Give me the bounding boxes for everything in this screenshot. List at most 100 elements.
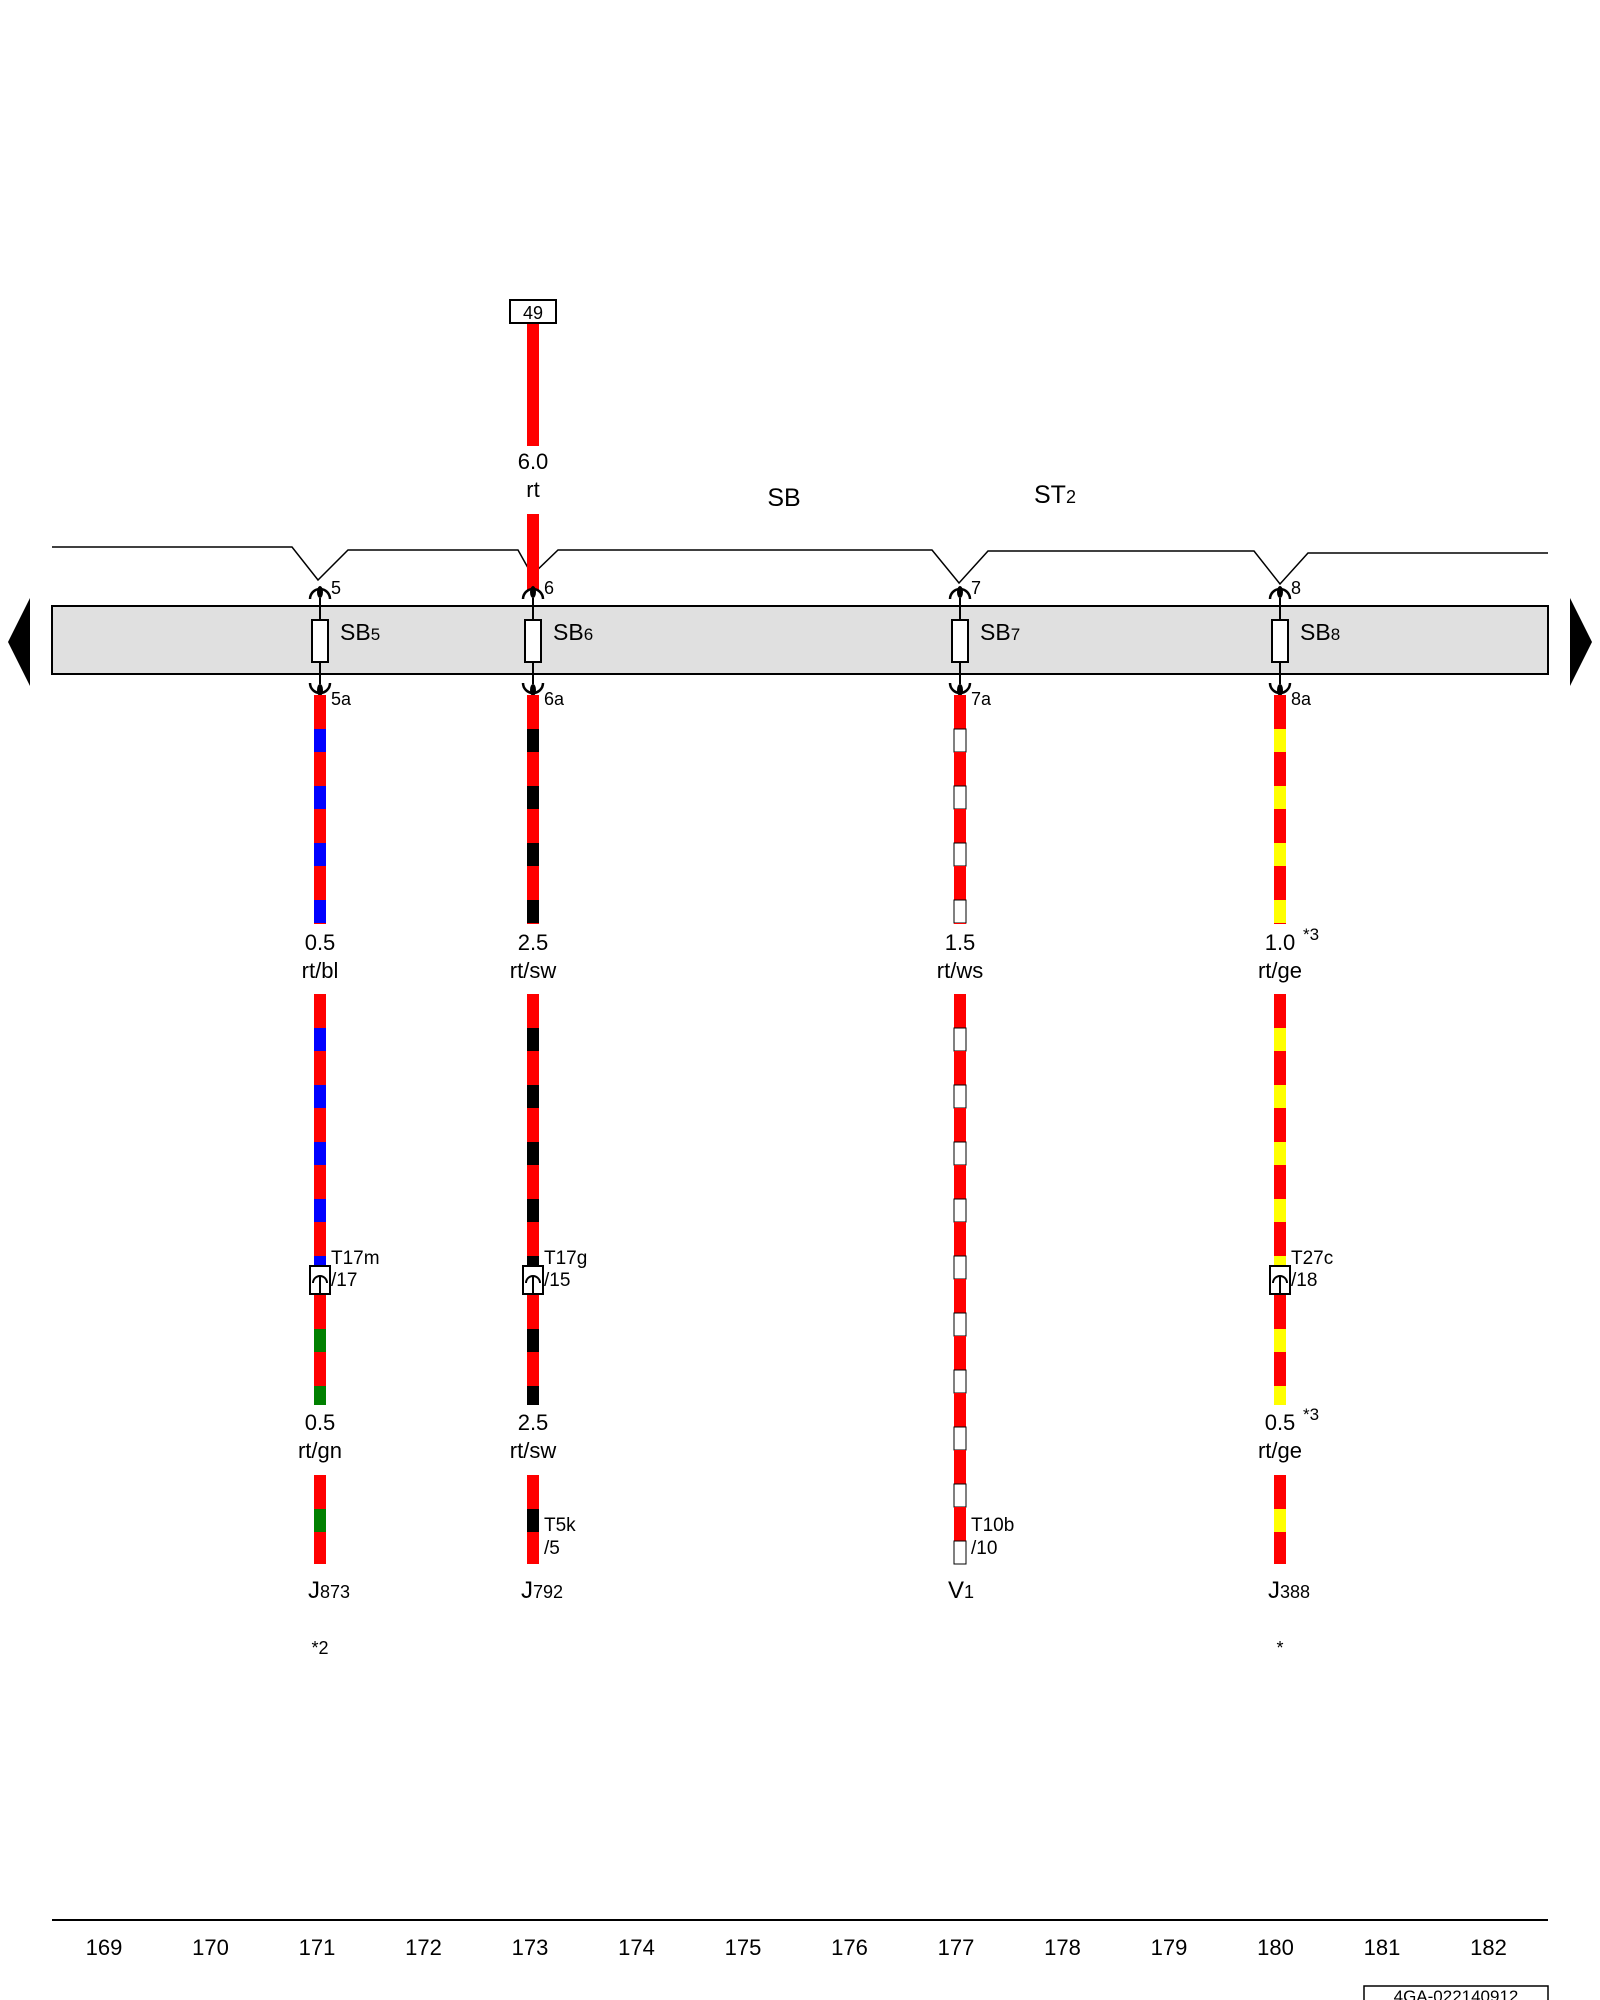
page-forward-arrow[interactable] [1570, 598, 1592, 686]
doc-id: 4GA-022140912 [1394, 1987, 1519, 2000]
fuse-label: SB6 [553, 619, 593, 645]
housing-label-sb: SB [767, 484, 800, 512]
wire-lower-long[interactable] [953, 994, 967, 1565]
wire-lower-long-segment [954, 1108, 966, 1142]
wire-upper-mid[interactable] [527, 994, 539, 1265]
grid-number: 175 [725, 1935, 762, 1960]
wire-lower-long-segment [953, 1084, 967, 1109]
grid-number: 181 [1364, 1935, 1401, 1960]
wire-top-segment [1274, 900, 1286, 923]
wire-lower-long-segment [954, 1165, 966, 1199]
connector-T27c[interactable]: T27c/18 [1269, 1248, 1333, 1295]
terminal-49-box[interactable] [509, 299, 557, 324]
wire-lower-long-segment [954, 994, 966, 1028]
wire-top[interactable] [314, 695, 326, 924]
component-label: V1 [948, 1577, 974, 1604]
wire-lower-long-segment [954, 1450, 966, 1484]
wire-bottom[interactable] [314, 1475, 326, 1564]
wire-bottom[interactable] [527, 1475, 539, 1564]
wire-color-code-lower: rt/gn [298, 1438, 342, 1463]
wire-bottom-segment [527, 1532, 539, 1564]
grid-number: 169 [86, 1935, 123, 1960]
fuse-pin-bottom [957, 684, 963, 696]
feed-wire-lower [527, 514, 539, 590]
connector-name: T27c [1291, 1248, 1333, 1269]
terminal-49-label: 49 [523, 303, 543, 323]
wire-lower-mid-segment [527, 1329, 539, 1352]
wire-lower-long-segment [954, 1051, 966, 1085]
wire-top-segment [527, 695, 539, 729]
wire-lower-mid-segment [527, 1295, 539, 1329]
end-connector-pin: /10 [971, 1538, 997, 1559]
wire-bottom-segment [1274, 1509, 1286, 1532]
wire-top[interactable] [1274, 695, 1286, 924]
fuse-pin-in-label: 8 [1291, 578, 1301, 598]
fuse-body [311, 619, 329, 663]
wire-upper-mid-segment [314, 1165, 326, 1199]
wire-top-segment [1274, 843, 1286, 866]
fuse-pin-in-label: 7 [971, 578, 981, 598]
fuse-pin-out-label: 6a [544, 689, 565, 709]
wire-bottom-segment [527, 1475, 539, 1509]
wire-gauge-upper: 0.5 [305, 930, 336, 955]
wire-lower-mid-segment [527, 1386, 539, 1405]
wire-upper-mid[interactable] [1274, 994, 1286, 1265]
page-back-arrow[interactable] [8, 598, 30, 686]
wire-top-segment [527, 786, 539, 809]
wire-top-segment [314, 695, 326, 729]
grid-number: 170 [192, 1935, 229, 1960]
wire-top-segment [314, 809, 326, 843]
wire-color-code-lower: rt/sw [510, 1438, 557, 1463]
wire-lower-long-segment [954, 1279, 966, 1313]
wire-upper-mid-segment [1274, 1256, 1286, 1265]
wire-upper-mid-segment [527, 1028, 539, 1051]
fuse-body [951, 619, 969, 663]
wire-top-segment [1274, 809, 1286, 843]
fuse-body [524, 619, 542, 663]
wire-top[interactable] [953, 695, 967, 924]
wire-top-segment [1274, 729, 1286, 752]
wire-lower-mid[interactable] [527, 1295, 539, 1405]
wire-bottom[interactable] [1274, 1475, 1286, 1564]
feed-wire-rt[interactable] [527, 324, 539, 590]
wire-lower-long-segment [953, 1255, 967, 1280]
wire-lower-mid-segment [1274, 1352, 1286, 1386]
wire-top-segment [954, 923, 966, 924]
wire-top[interactable] [527, 695, 539, 924]
circuits: 0.5rt/blT17m/170.5rt/gnJ873*22.5rt/swT17… [298, 695, 1333, 1658]
wire-lower-mid-segment [527, 1352, 539, 1386]
grid-number: 182 [1470, 1935, 1507, 1960]
wire-gauge-upper: 1.0 [1265, 930, 1296, 955]
wire-lower-mid[interactable] [314, 1295, 326, 1405]
wire-lower-mid[interactable] [1274, 1295, 1286, 1405]
wire-gauge-lower: 2.5 [518, 1410, 549, 1435]
wire-bottom-segment [1274, 1532, 1286, 1564]
wire-color-code-upper: rt/sw [510, 958, 557, 983]
connector-name: T17m [331, 1248, 380, 1269]
wire-lower-long-segment [953, 1198, 967, 1223]
fuse-label: SB5 [340, 619, 380, 645]
fuse-pin-top [530, 586, 536, 598]
wire-top-segment [1274, 923, 1286, 924]
connector-name: T17g [544, 1248, 587, 1269]
end-connector-name: T5k [544, 1515, 576, 1536]
fuse-pin-bottom [317, 684, 323, 696]
fuse-pin-top [957, 586, 963, 598]
fuse-pin-bottom [530, 684, 536, 696]
connector-T17m[interactable]: T17m/17 [309, 1248, 380, 1295]
connector-T17g[interactable]: T17g/15 [522, 1248, 587, 1295]
fuse-label: SB7 [980, 619, 1020, 645]
connector-pin-label: /18 [1291, 1270, 1317, 1291]
wire-top-segment [1274, 752, 1286, 786]
wire-upper-mid[interactable] [314, 994, 326, 1265]
wire-top-segment [314, 900, 326, 923]
grid-number: 178 [1044, 1935, 1081, 1960]
